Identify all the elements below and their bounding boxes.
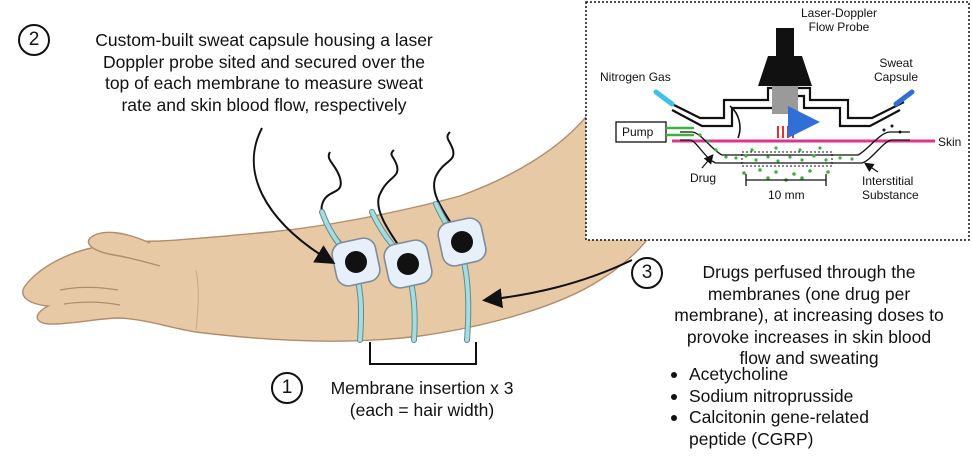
drug-label: Drug — [690, 171, 717, 185]
probe-label-line: Flow Probe — [808, 20, 870, 34]
callout-1-text: Membrane insertion x 3 (each = hair widt… — [312, 378, 532, 421]
interstitial-label-line: Substance — [862, 188, 919, 202]
callout-3-line: provoke increases in skin blood — [686, 326, 932, 347]
callout-2-arrow — [252, 127, 336, 265]
sweat-capsule-2 — [383, 239, 433, 289]
nitrogen-label: Nitrogen Gas — [600, 70, 671, 84]
callout-2-number: 2 — [18, 24, 50, 56]
callout-3-number: 3 — [631, 257, 663, 289]
thumb-shape — [87, 231, 161, 267]
callout-3-line: membranes (one drug per — [707, 283, 911, 304]
drug-dots — [698, 133, 854, 182]
probe-wire-3 — [433, 131, 463, 241]
pump-label: Pump — [622, 125, 654, 139]
drug-list-item: Acetycholine — [667, 364, 967, 386]
drug-list-item-continuation: peptide (CGRP) — [689, 428, 814, 449]
skin-label: Skin — [938, 135, 962, 149]
probe-label-line: Laser-Doppler — [800, 6, 878, 20]
probe-label: Laser-Doppler Flow Probe — [794, 6, 884, 34]
membrane-channel — [680, 131, 910, 156]
scale-label: 10 mm — [768, 188, 805, 202]
drug-list: Acetycholine Sodium nitroprusside Calcit… — [667, 364, 967, 450]
interstitial-label: Interstitial Substance — [862, 174, 919, 202]
drug-list-item: Calcitonin gene-related — [667, 407, 967, 429]
capsule-label-line: Sweat — [879, 56, 913, 70]
pump-tube — [666, 126, 694, 137]
callout-1-line: (each = hair width) — [349, 399, 495, 420]
callout-3-line: membrane), at increasing doses to — [674, 305, 944, 325]
wrist-crease — [195, 269, 199, 331]
capsule-label: Sweat Capsule — [866, 56, 926, 84]
drug-pointer — [701, 154, 714, 169]
drug-list-item: Sodium nitroprusside — [667, 386, 967, 408]
callout-3-line: Drugs perfused through the — [702, 262, 916, 282]
callout-1-number: 1 — [271, 372, 303, 404]
callout-3-arrow — [482, 259, 633, 309]
callout-2-text: Custom-built sweat capsule housing a las… — [58, 30, 470, 116]
callout-2-line: rate and skin blood flow, respectively — [121, 94, 407, 115]
interstitial-pointer — [864, 162, 879, 173]
forearm-shape — [22, 110, 651, 342]
sweat-capsule-3 — [437, 217, 487, 267]
membrane-dashed-zone — [741, 151, 833, 167]
callout-1-line: Membrane insertion x 3 — [330, 378, 514, 398]
callout-3-text: Drugs perfused through the membranes (on… — [650, 262, 968, 370]
callout-3-line: flow and sweating — [739, 348, 879, 368]
callout-2-line: Custom-built sweat capsule housing a las… — [95, 30, 433, 50]
sweat-capsule-1 — [331, 237, 381, 287]
inset-diagram — [585, 1, 970, 241]
sweat-capsules — [331, 217, 487, 289]
forearm-illustration — [22, 110, 651, 342]
capsule-label-line: Capsule — [873, 70, 919, 84]
callout-2-line: top of each membrane to measure sweat — [104, 73, 424, 93]
pump-box — [615, 121, 667, 143]
nitrogen-inlet — [653, 89, 675, 107]
callout-2-line: Doppler probe sited and secured over the — [102, 51, 425, 72]
probe-wire-2 — [377, 149, 411, 263]
interstitial-label-line: Interstitial — [862, 174, 914, 188]
membrane-bracket — [369, 342, 477, 365]
nitrogen-outlet — [893, 89, 915, 107]
finger-lines — [59, 286, 121, 306]
